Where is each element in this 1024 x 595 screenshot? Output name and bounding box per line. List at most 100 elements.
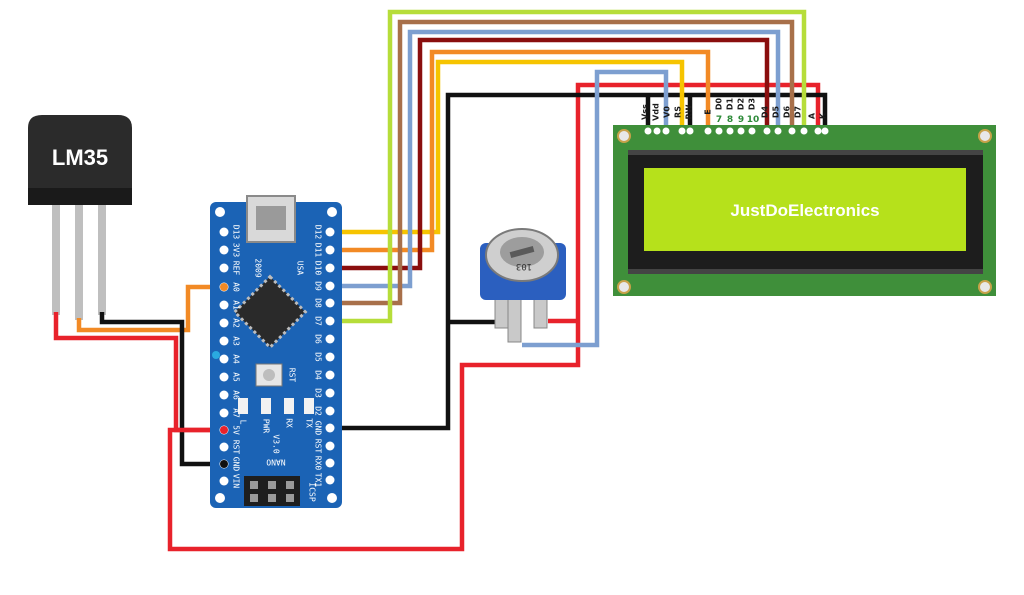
- mount-hole: [215, 493, 225, 503]
- wire-power-loop: [167, 82, 821, 552]
- lm35-leg-gnd: [98, 195, 106, 315]
- lm35-leg-out: [75, 195, 83, 320]
- lcd-pin-vss: Vss: [641, 104, 650, 120]
- pin-label-d9: D9: [314, 281, 323, 291]
- lcd-pin-number-7: 7: [716, 115, 722, 125]
- lcd-pin-rw: RW: [685, 104, 694, 119]
- pin-label-rst-left: RST: [232, 440, 241, 455]
- rst-label: RST: [288, 368, 297, 383]
- pin-label-d13: D13: [232, 225, 241, 240]
- mcu-chip: [232, 274, 308, 350]
- pin-label-rst-right: RST: [314, 439, 323, 454]
- pin-label-gnd-left: GND: [232, 457, 241, 472]
- pin-label-d2: D2: [314, 406, 323, 416]
- potentiometer: 103: [480, 228, 566, 343]
- pot-knob-slot: [509, 245, 535, 259]
- right-pin-header: [325, 227, 335, 485]
- pin-label-a6: A6: [232, 390, 241, 400]
- lcd-pin-vdd: Vdd: [652, 103, 661, 121]
- pot-marking: 103: [516, 261, 532, 271]
- version-label: V3.0: [272, 434, 281, 453]
- pin-label-a7: A7: [232, 408, 241, 418]
- wire-d9-d5: [330, 29, 781, 289]
- lcd-pin-rs: RS: [674, 106, 683, 118]
- pin-label-a0: A0: [232, 282, 241, 292]
- pin-label-gnd-right: GND: [314, 421, 323, 436]
- pin-label-a1: A1: [232, 300, 241, 310]
- wire-lm35-gnd: [99, 312, 224, 467]
- pin-a4-marker: [212, 351, 220, 359]
- lcd-pin-d0: D0: [715, 97, 724, 110]
- led-label-tx: TX: [305, 418, 314, 428]
- mount-hole: [215, 207, 225, 217]
- usb-port: [256, 206, 286, 230]
- lcd-pin-d6: D6: [783, 105, 792, 118]
- pin-label-rx0: RX0: [314, 456, 323, 471]
- lcd-pin-d2: D2: [737, 98, 746, 110]
- pin-label-d4: D4: [314, 370, 323, 380]
- wire-ground-main: [330, 92, 828, 431]
- led-l: [238, 398, 248, 414]
- lcd-module: JustDoElectronics Vss Vdd V0 RS RW E D0 …: [613, 97, 996, 296]
- led-label-pwr: PWR: [262, 419, 271, 434]
- pin-label-ref: REF: [232, 261, 241, 276]
- lcd-pin-d5: D5: [772, 105, 781, 118]
- lcd-mount-hole: [617, 129, 631, 143]
- pin-a0-connected: [220, 283, 228, 291]
- pin-5v-connected: [220, 426, 228, 434]
- lcd-display-text: JustDoElectronics: [730, 201, 879, 220]
- lcd-pin-number-8: 8: [727, 115, 733, 125]
- pin-label-a2: A2: [232, 318, 241, 328]
- pin-label-d5: D5: [314, 352, 323, 362]
- mount-hole: [327, 493, 337, 503]
- mount-hole: [327, 207, 337, 217]
- lcd-pin-number-9: 9: [738, 115, 744, 125]
- lcd-pin-d1: D1: [726, 97, 735, 110]
- lm35-body-base: [28, 188, 132, 205]
- wires: [53, 9, 828, 552]
- lcd-pin-pads: [644, 127, 829, 135]
- arduino-nano: D13 3V3 REF A0 A1 A2 A3 A4 A5 A6 A7 5V R…: [210, 195, 342, 508]
- pin-label-3v3: 3V3: [232, 243, 241, 258]
- lm35-body: [28, 115, 132, 205]
- pin-label-vin: VIN: [232, 474, 241, 489]
- led-label-l: L: [239, 420, 248, 425]
- lcd-pin-a: A: [808, 112, 817, 119]
- icsp-label: ICSP: [308, 482, 317, 501]
- pin-label-d11: D11: [314, 243, 323, 258]
- lcd-pin-e: E: [704, 109, 713, 114]
- wire-d8-d6: [330, 19, 795, 306]
- year-label: 2009: [254, 258, 263, 277]
- wire-lm35-out: [76, 284, 224, 333]
- led-rx: [284, 398, 294, 414]
- lcd-pin-number-10: 10: [747, 115, 760, 125]
- lcd-pin-k: K: [819, 112, 828, 119]
- arduino-board: [210, 202, 342, 508]
- led-label-rx: RX: [285, 418, 294, 428]
- pin-label-d3: D3: [314, 388, 323, 398]
- pin-label-a5: A5: [232, 372, 241, 382]
- pin-label-tx1: TX1: [314, 473, 323, 488]
- led-tx: [304, 398, 314, 414]
- wire-d7-d7: [330, 9, 807, 324]
- lcd-mount-hole: [617, 280, 631, 294]
- pin-gnd-connected: [220, 460, 228, 468]
- pin-label-d8: D8: [314, 298, 323, 308]
- lcd-screen: [644, 168, 966, 251]
- left-pin-header: [219, 227, 229, 486]
- usb-label: USA: [296, 261, 305, 276]
- pin-label-a4: A4: [232, 354, 241, 364]
- name-label: NANO: [266, 458, 285, 467]
- pin-label-d7: D7: [314, 316, 323, 326]
- lm35-leg-vcc: [52, 195, 60, 315]
- pin-label-d10: D10: [314, 261, 323, 276]
- lm35-sensor: LM35: [28, 115, 132, 320]
- pin-label-a3: A3: [232, 336, 241, 346]
- lcd-mount-hole: [978, 129, 992, 143]
- lcd-pin-d7: D7: [794, 106, 803, 118]
- pot-leg-right: [533, 297, 548, 329]
- lcd-pin-d3: D3: [748, 98, 757, 110]
- lcd-pin-v0: V0: [663, 106, 672, 118]
- lcd-mount-hole: [978, 280, 992, 294]
